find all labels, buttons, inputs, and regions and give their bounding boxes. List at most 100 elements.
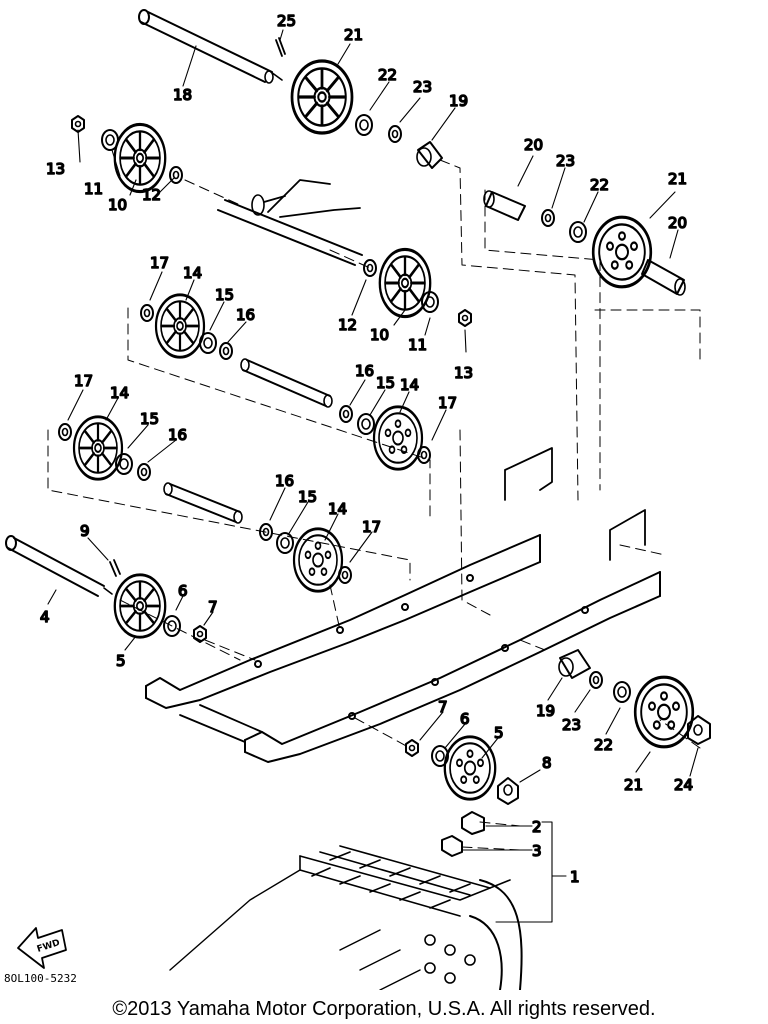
wheel-row1-right: [372, 405, 424, 471]
callout-24: 24: [674, 776, 693, 794]
callout-5: 5: [116, 652, 126, 670]
cross-member: [179, 447, 646, 743]
callout-15: 15: [215, 286, 234, 304]
cotter-pin: [275, 37, 286, 57]
wheel-row2-left-ring: [58, 423, 72, 441]
right-bearing-upper: [569, 221, 587, 243]
callout-14: 14: [328, 500, 347, 518]
callout-labels: 25 21 22 23 19 18 13 11 10 12 20 23 22 2…: [39, 11, 694, 887]
right-clip: [363, 259, 377, 277]
rear-pin: [109, 559, 121, 577]
right-slide-rail: [244, 571, 661, 763]
wheel-row1-right-clip: [339, 405, 353, 423]
wheel-row2-right-bearing: [276, 532, 294, 554]
wheel-row2-right: [292, 527, 344, 593]
callout-21: 21: [344, 26, 363, 44]
upper-axle-shaft: [138, 9, 283, 84]
lower-right-ring: [589, 671, 603, 689]
track-belt: [169, 845, 523, 990]
callout-15: 15: [298, 488, 317, 506]
callout-16: 16: [355, 362, 374, 380]
callout-22: 22: [590, 176, 609, 194]
callout-19: 19: [449, 92, 468, 110]
callout-11: 11: [84, 180, 103, 198]
callout-22: 22: [378, 66, 397, 84]
right-collar-outer: [641, 259, 686, 296]
callout-21: 21: [668, 170, 687, 188]
callout-11: 11: [408, 336, 427, 354]
callout-20: 20: [524, 136, 543, 154]
left-slide-rail: [145, 534, 541, 709]
exploded-parts-diagram: 25 21 22 23 19 18 13 11 10 12 20 23 22 2…: [4, 9, 711, 990]
lower-right-cap-nut: [687, 715, 711, 745]
callout-19: 19: [536, 702, 555, 720]
track-clip-small: [441, 835, 463, 857]
rear-wheel-left: [113, 573, 167, 639]
callout-13: 13: [46, 160, 65, 178]
leader-lines: [47, 29, 699, 783]
callout-9: 9: [80, 522, 90, 540]
callout-10: 10: [108, 196, 127, 214]
callout-14: 14: [400, 376, 419, 394]
wheel-row1-left-bearing: [199, 332, 217, 354]
callout-5: 5: [494, 724, 504, 742]
callout-16: 16: [168, 426, 187, 444]
wheel-row1-right-ring: [417, 446, 431, 464]
callout-17: 17: [438, 394, 457, 412]
callout-17: 17: [150, 254, 169, 272]
callout-13: 13: [454, 364, 473, 382]
callout-3: 3: [532, 842, 542, 860]
wheel-row1-left-ring: [140, 304, 154, 322]
callout-15: 15: [376, 374, 395, 392]
callout-6: 6: [460, 710, 470, 728]
wheel-row1-left: [154, 293, 206, 359]
right-nut: [458, 309, 472, 327]
wheel-row2-left-clip: [137, 463, 151, 481]
callout-20: 20: [668, 214, 687, 232]
wheel-row1-left-clip: [219, 342, 233, 360]
callout-23: 23: [562, 716, 581, 734]
callout-10: 10: [370, 326, 389, 344]
rear-cap-nut: [497, 777, 519, 805]
lower-right-bearing: [613, 681, 631, 703]
upper-bearing: [355, 114, 373, 136]
callout-16: 16: [236, 306, 255, 324]
callout-17: 17: [74, 372, 93, 390]
fwd-arrow-icon: FWD: [17, 927, 67, 969]
wheel-row1-right-bearing: [357, 413, 375, 435]
wheel-row2-left: [72, 415, 124, 481]
rear-axle: [5, 535, 113, 597]
callout-14: 14: [110, 384, 129, 402]
upper-collar: [416, 141, 443, 169]
callout-23: 23: [556, 152, 575, 170]
callout-14: 14: [183, 264, 202, 282]
callout-15: 15: [140, 410, 159, 428]
callout-25: 25: [277, 12, 296, 30]
upper-ring: [388, 125, 402, 143]
rocker-arm: [217, 179, 363, 266]
wheel-row1-axle: [240, 358, 333, 408]
left-bearing: [101, 129, 119, 151]
right-upper-idler-wheel: [591, 215, 653, 289]
copyright-notice: ©2013 Yamaha Motor Corporation, U.S.A. A…: [112, 998, 656, 1020]
callout-7: 7: [208, 598, 218, 616]
guide-lines: [47, 159, 701, 851]
callout-22: 22: [594, 736, 613, 754]
rear-wheel-right: [443, 735, 497, 801]
callout-6: 6: [178, 582, 188, 600]
callout-1: 1: [570, 868, 580, 886]
callout-12: 12: [142, 186, 161, 204]
callout-bracket: [461, 821, 567, 923]
right-ring-upper: [541, 209, 555, 227]
callout-23: 23: [413, 78, 432, 96]
upper-idler-wheel: [290, 59, 354, 135]
callout-2: 2: [532, 818, 542, 836]
callout-16: 16: [275, 472, 294, 490]
wheel-row2-axle: [163, 482, 243, 524]
callout-17: 17: [362, 518, 381, 536]
track-clip: [461, 811, 485, 835]
callout-4: 4: [40, 608, 50, 626]
part-number: 8OL100-5232: [4, 972, 77, 985]
lower-right-collar: [558, 649, 591, 679]
callout-8: 8: [542, 754, 552, 772]
